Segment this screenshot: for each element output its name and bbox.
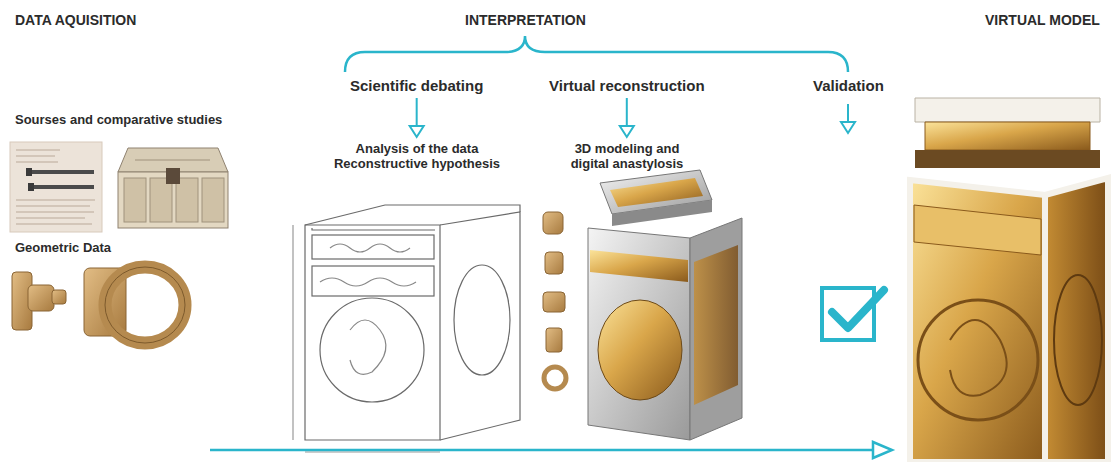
pencil-sketch xyxy=(293,205,520,452)
column-heading: DATA AQUISITION xyxy=(15,12,136,28)
step-text: Analysis of the data Reconstructive hypo… xyxy=(319,141,515,171)
step-heading: 3D modeling and digital anastylosis xyxy=(552,140,702,172)
model-fragments xyxy=(543,212,566,389)
fragments-image xyxy=(12,267,185,343)
casket-image xyxy=(118,148,228,228)
step-text: 3D modeling and digital anastylosis xyxy=(554,141,700,171)
step-text: Validation xyxy=(813,77,884,94)
step-heading: Validation xyxy=(811,76,886,95)
section-label: Sourses and comparative studies xyxy=(15,112,222,127)
step-heading: Scientific debating xyxy=(348,76,485,95)
virtual-model xyxy=(910,98,1108,462)
validation-arrow xyxy=(841,104,855,133)
flow-arrow xyxy=(210,442,892,458)
step-heading: Virtual reconstruction xyxy=(547,76,707,95)
column-heading: INTERPRETATION xyxy=(465,12,586,28)
reconstruction-model xyxy=(588,170,742,440)
step-text: Virtual reconstruction xyxy=(549,77,705,94)
down-arrow xyxy=(410,98,424,137)
step-heading: Analysis of the data Reconstructive hypo… xyxy=(317,140,517,172)
bracket xyxy=(345,36,848,72)
manuscript-image xyxy=(10,142,102,232)
validation-check xyxy=(822,288,884,340)
step-text: Scientific debating xyxy=(350,77,483,94)
column-heading: VIRTUAL MODEL xyxy=(985,12,1100,28)
section-label: Geometric Data xyxy=(15,240,111,255)
down-arrow xyxy=(620,98,634,137)
